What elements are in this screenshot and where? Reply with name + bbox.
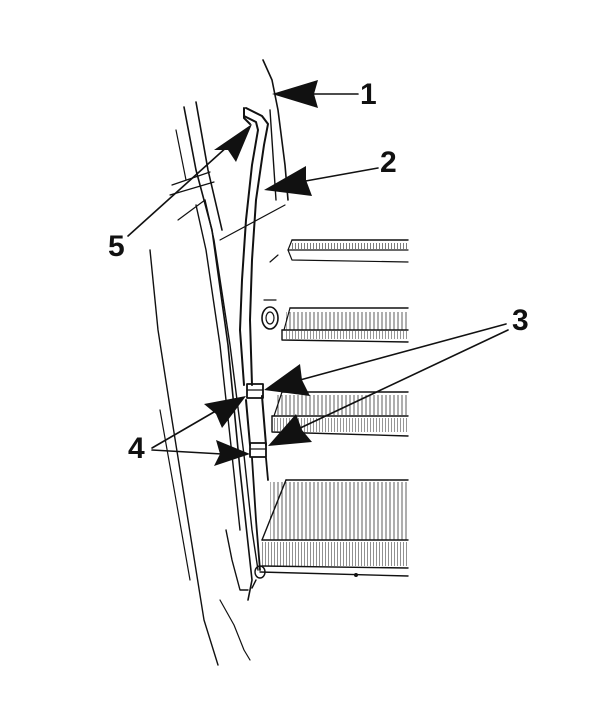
tread-4 bbox=[259, 479, 409, 577]
callout-1-leader bbox=[272, 80, 359, 108]
tread-3 bbox=[271, 391, 409, 437]
tread-1 bbox=[287, 239, 409, 263]
callout-1-label: 1 bbox=[360, 78, 377, 111]
callout-5-leader bbox=[127, 124, 252, 237]
bracket-lower bbox=[249, 442, 267, 458]
tread-2 bbox=[281, 307, 409, 343]
door-panel bbox=[149, 101, 259, 666]
callout-4-label: 4 bbox=[128, 432, 145, 465]
callout-2-leader bbox=[264, 166, 379, 196]
door-bottom-detail bbox=[251, 565, 266, 589]
callout-4-leader bbox=[151, 396, 250, 466]
callout-5-label: 5 bbox=[108, 230, 125, 263]
bolt-icon bbox=[261, 299, 279, 330]
handrail bbox=[239, 107, 269, 571]
bracket-upper bbox=[246, 383, 264, 399]
callout-2-label: 2 bbox=[380, 146, 397, 179]
callout-3-label: 3 bbox=[512, 304, 529, 337]
callout-3-leader bbox=[264, 323, 509, 446]
stair-treads bbox=[259, 239, 409, 577]
